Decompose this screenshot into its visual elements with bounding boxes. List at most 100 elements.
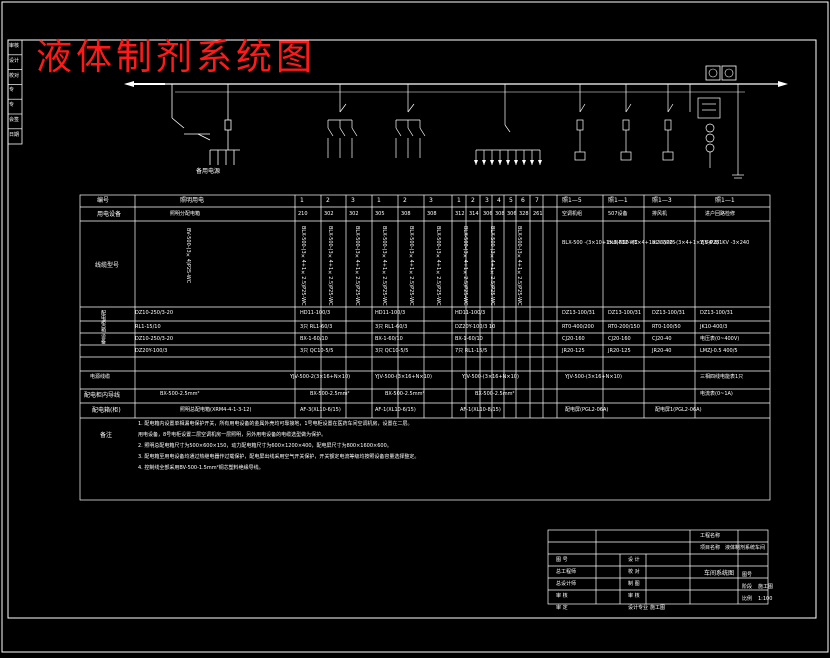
cable-cell: BLX-500-(3×4+1×2.5)P25-WC: [435, 226, 441, 306]
header-cell: 照1—1: [608, 197, 628, 204]
device-cell: RL1-15/10: [135, 324, 161, 330]
power-cell: 电源线缆: [90, 374, 111, 380]
device-cell: JK10-400/3: [700, 324, 728, 330]
fanout-arrow: [530, 160, 534, 165]
device-cell: DZ13-100/31: [608, 310, 642, 316]
equipment-cell: 507设备: [608, 211, 628, 217]
cable-right-cell: YJV-0.6/1KV -3×240: [700, 240, 750, 246]
title-block-grid: [547, 529, 769, 605]
note-line: 2. 照明总配电箱尺寸为500×600×150，动力配电箱尺寸为600×1200…: [138, 443, 392, 449]
meter-box-2: [721, 65, 737, 81]
power-cell: YJV-500-(3×16+N×10): [565, 374, 622, 380]
fanout-arrow: [474, 160, 478, 165]
branch-switch: [395, 127, 402, 137]
tb-left-label: 图 号: [556, 557, 568, 563]
device-cell: DZ13-100/31: [562, 310, 596, 316]
equipment-cell: 照明分配电箱: [170, 211, 201, 217]
cable-cell: BLX-500-(3×4+1×2.5)P25-WC: [381, 226, 387, 306]
drawing-name: 车间系统图: [704, 570, 735, 577]
feeder-switch: [579, 103, 586, 113]
device-cell: HD11-100/3: [455, 310, 486, 316]
device-cell: HD11-100/3: [300, 310, 331, 316]
device-label: 配电柜(箱)设备: [100, 310, 106, 344]
feeder-switch: [667, 103, 674, 113]
side-tab-label: 日期: [9, 131, 20, 138]
inside-wire-cell: BX-500-2.5mm²: [475, 391, 515, 397]
tb-left-label: 审 定: [556, 605, 568, 611]
title-block-border: [547, 529, 769, 605]
fuse: [576, 119, 584, 131]
header-cell: 2: [326, 197, 330, 204]
tb-mid-value: 施工图: [650, 605, 666, 611]
inside-wire-cell: BX-500-2.5mm²: [385, 391, 425, 397]
equipment-cell: 305: [375, 211, 385, 217]
fanout-arrow: [482, 160, 486, 165]
header-cell: 3: [485, 197, 489, 204]
equipment-cell: 308: [427, 211, 437, 217]
header-cell: 1: [300, 197, 304, 204]
cable-cell: BLX-500-(3×4+1×2.5)P25-WC: [462, 226, 468, 306]
device-cell: 3只 QC10-5/5: [300, 348, 334, 354]
device-cell: DZ20Y-100/3 10: [455, 324, 496, 330]
header-cell: 照1—1: [715, 197, 735, 204]
box-label: 配电箱(柜): [92, 407, 121, 414]
cable-cell: BLX-500-(3×4+1×2.5)P25-WC: [489, 226, 495, 306]
side-tab: [7, 39, 23, 145]
feeder-branches: [327, 84, 691, 165]
branch-switch: [339, 127, 346, 137]
fanout-arrow: [498, 160, 502, 165]
device-cell: 3只 RL1-60/3: [375, 324, 408, 330]
inside-wire-cell: 电流表(0~1A): [700, 391, 733, 397]
device-cell: CJ20-160: [562, 336, 585, 342]
header-cell: 照明用电: [180, 197, 205, 204]
cable-cell: BLX-500-(3×4+1×2.5)P25-WC: [327, 226, 333, 306]
box-cell: 配电屏1(PGL2-06A): [655, 407, 702, 413]
schedule-table-grid: [79, 194, 771, 501]
ct-group: [697, 84, 744, 179]
tb-right-label: 阶段: [742, 584, 753, 590]
device-cell: RT0-200/150: [608, 324, 640, 330]
power-cell: YJV-500-2(3×16+N×10): [290, 374, 351, 380]
header-cell: 照1—3: [652, 197, 672, 204]
table-border: [79, 194, 771, 501]
equipment-cell: 306: [483, 211, 493, 217]
power-cell: YJV-500-(3×16+N×10): [462, 374, 519, 380]
equipment-cell: 302: [324, 211, 334, 217]
meter-2-icon: [724, 68, 734, 78]
drawing-title: 液体制剂系统图: [36, 37, 317, 78]
header-cell: 3: [351, 197, 355, 204]
side-tab-label: 专: [9, 102, 15, 109]
tb-mid-label: 设 计: [628, 557, 640, 563]
device-cell: BX-1-60/10: [375, 336, 403, 342]
tb-right-label: 比例: [742, 596, 753, 602]
box-cell: 配电屏(PGL2-06A): [565, 407, 609, 413]
equipment-cell: 302: [349, 211, 359, 217]
feeder-switch: [504, 124, 511, 133]
device-cell: DZ20Y-100/3: [135, 348, 168, 354]
device-cell: LMZJ-0.5 400/5: [700, 348, 738, 354]
item-value: 液体制剂系统车间: [725, 545, 766, 551]
motor-box: [662, 151, 674, 161]
cable-cell: BLX-500-(3×4+1×2.5)P25-WC: [516, 226, 522, 306]
device-cell: DZ10-250/3-20: [135, 310, 174, 316]
feeder-switch: [625, 103, 632, 113]
meter-1-icon: [708, 68, 718, 78]
device-cell: DZ13-100/31: [652, 310, 686, 316]
device-cell: JR20-125: [562, 348, 585, 354]
device-cell: 7只 RL1-15/5: [455, 348, 488, 354]
device-cell: JR20-40: [652, 348, 672, 354]
equipment-cell: 210: [298, 211, 308, 217]
inside-wire-cell: BX-500-2.5mm²: [310, 391, 350, 397]
device-cell: RT0-400/200: [562, 324, 594, 330]
equipment-cell: 261: [533, 211, 543, 217]
cable-cell: BLX-500-(3×4+1×2.5)P25-WC: [354, 226, 360, 306]
power-cell: 三相四线电能表1只: [700, 374, 744, 380]
motor-box: [574, 151, 586, 161]
tb-mid-label: 校 对: [628, 569, 640, 575]
meter-box-1: [705, 65, 721, 81]
device-cell: RT0-100/50: [652, 324, 681, 330]
project-label: 工程名称: [700, 533, 721, 539]
notes-label: 备注: [100, 432, 113, 439]
feeder-switch: [339, 103, 347, 113]
